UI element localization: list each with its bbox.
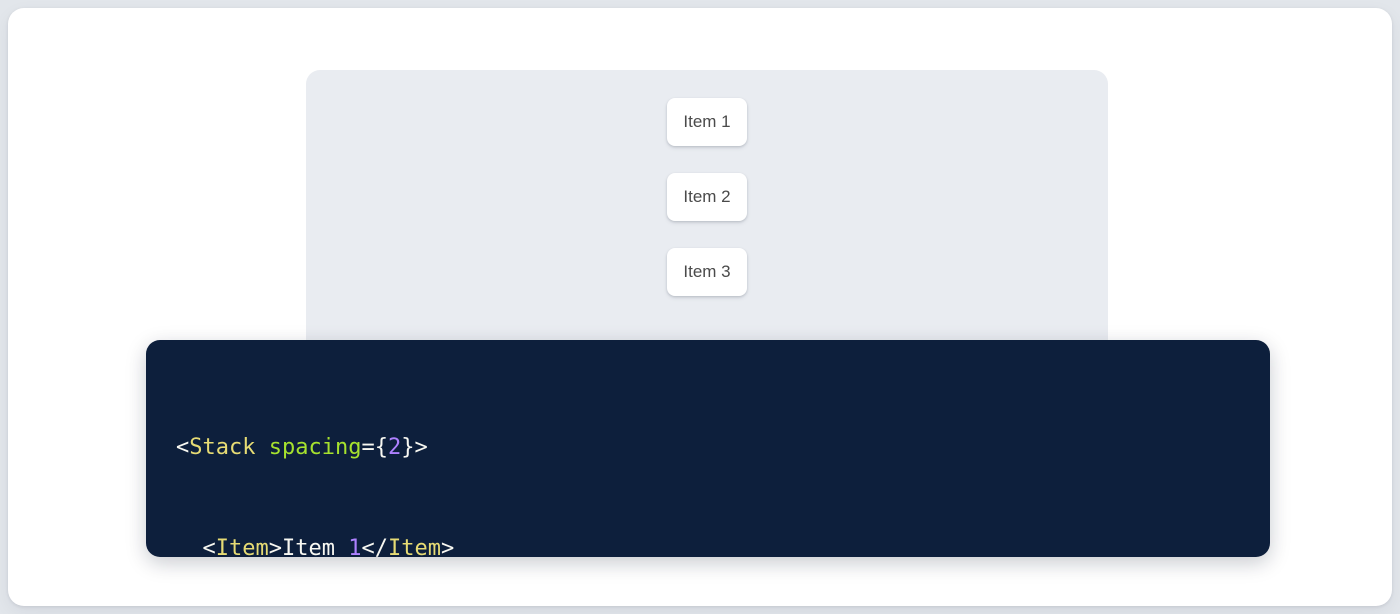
stack-item[interactable]: Item 3	[667, 248, 747, 296]
stack-item[interactable]: Item 2	[667, 173, 747, 221]
demo-card: Item 1 Item 2 Item 3 <Stack spacing={2}>…	[8, 8, 1392, 606]
code-token-num: 1	[348, 535, 362, 558]
code-token-text: Item	[281, 535, 349, 558]
stack-item-label: Item 3	[683, 262, 731, 281]
code-token-attr: spacing	[268, 435, 362, 460]
code-token-num: 2	[387, 435, 402, 460]
code-line: <Stack spacing={2}>	[176, 431, 1240, 465]
code-token-punct: >	[414, 435, 428, 460]
code-line: <Item>Item 1</Item>	[176, 532, 1240, 558]
code-token-tag: Stack	[189, 435, 256, 460]
stack-item[interactable]: Item 1	[667, 98, 747, 146]
code-indent	[176, 536, 203, 558]
stack-item-label: Item 2	[683, 187, 731, 206]
code-token-punct	[255, 435, 268, 460]
component-preview-panel: Item 1 Item 2 Item 3	[306, 70, 1108, 360]
code-token-punct: =	[361, 435, 375, 460]
code-token-punct: }	[401, 435, 415, 460]
stack-item-label: Item 1	[683, 112, 731, 131]
code-token-punct: >	[268, 535, 282, 558]
code-token-punct: <	[176, 435, 190, 460]
code-token-tag: Item	[215, 535, 269, 558]
code-token-tag: Item	[387, 535, 441, 558]
code-token-punct: <	[202, 535, 216, 558]
code-token-punct: </	[361, 535, 388, 558]
stack-container: Item 1 Item 2 Item 3	[306, 98, 1108, 296]
code-token-punct: >	[440, 535, 455, 558]
code-snippet-block[interactable]: <Stack spacing={2}> <Item>Item 1</Item> …	[146, 340, 1270, 557]
code-token-punct: {	[374, 435, 388, 460]
